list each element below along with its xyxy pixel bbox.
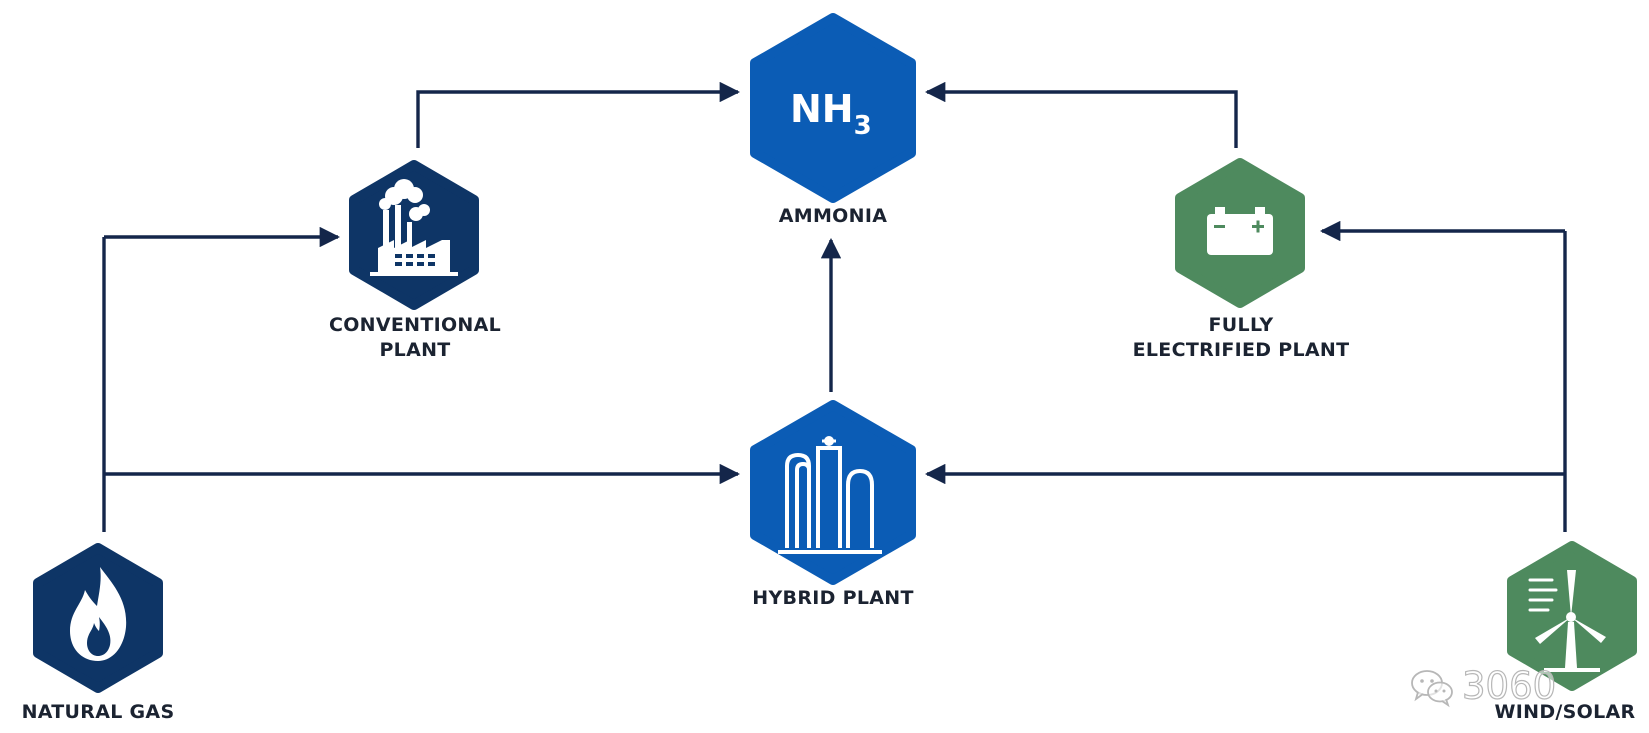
natural-gas-label: NATURAL GAS (8, 700, 188, 725)
battery-plus-sign-v (1256, 220, 1260, 233)
reactor-columns-icon (778, 436, 882, 554)
wind-turbine-icon (1528, 570, 1606, 672)
flame-icon (70, 567, 127, 661)
fully-electrified-plant-label-line1: FULLY (1208, 314, 1274, 336)
ammonia-hexagon (750, 13, 916, 203)
edge-conventional-plant-to-ammonia (416, 81, 741, 148)
factory-windows (395, 254, 435, 266)
battery-icon (1207, 207, 1273, 255)
watermark: 3060 (1408, 663, 1623, 708)
ammonia-formula: NH3 (790, 87, 872, 141)
edge-fully-electrified-plant-to-ammonia (924, 81, 1238, 148)
ammonia-label-text: AMMONIA (778, 205, 888, 227)
conventional-plant-label-line2: PLANT (379, 339, 451, 361)
wind-lines-icon (1528, 578, 1558, 612)
ammonia-formula-main: NH (790, 87, 854, 131)
node-fully-electrified-plant (1175, 158, 1305, 308)
node-natural-gas (33, 543, 163, 693)
node-ammonia: NH3 (750, 13, 916, 203)
watermark-text: 3060 (1461, 664, 1557, 708)
conventional-plant-label: CONVENTIONAL PLANT (300, 313, 530, 363)
natural-gas-label-text: NATURAL GAS (21, 701, 175, 723)
ammonia-formula-subscript: 3 (854, 111, 872, 141)
ammonia-label: AMMONIA (733, 204, 933, 229)
conventional-plant-label-line1: CONVENTIONAL (328, 314, 502, 336)
hybrid-plant-label: HYBRID PLANT (718, 586, 948, 611)
hybrid-plant-label-text: HYBRID PLANT (752, 587, 914, 609)
node-conventional-plant (349, 160, 479, 310)
battery-minus-sign (1214, 225, 1225, 228)
node-wind-solar (1507, 541, 1637, 691)
wind-solar-label-text: WIND/SOLAR (1494, 701, 1636, 723)
wind-solar-label: WIND/SOLAR (1490, 700, 1640, 725)
connectors (102, 81, 1567, 532)
node-hybrid-plant (750, 400, 916, 585)
conventional-plant-hexagon (349, 160, 479, 310)
fully-electrified-plant-label-line2: ELECTRIFIED PLANT (1132, 339, 1350, 361)
fully-electrified-plant-label: FULLY ELECTRIFIED PLANT (1110, 313, 1372, 363)
wechat-icon (1411, 669, 1453, 707)
